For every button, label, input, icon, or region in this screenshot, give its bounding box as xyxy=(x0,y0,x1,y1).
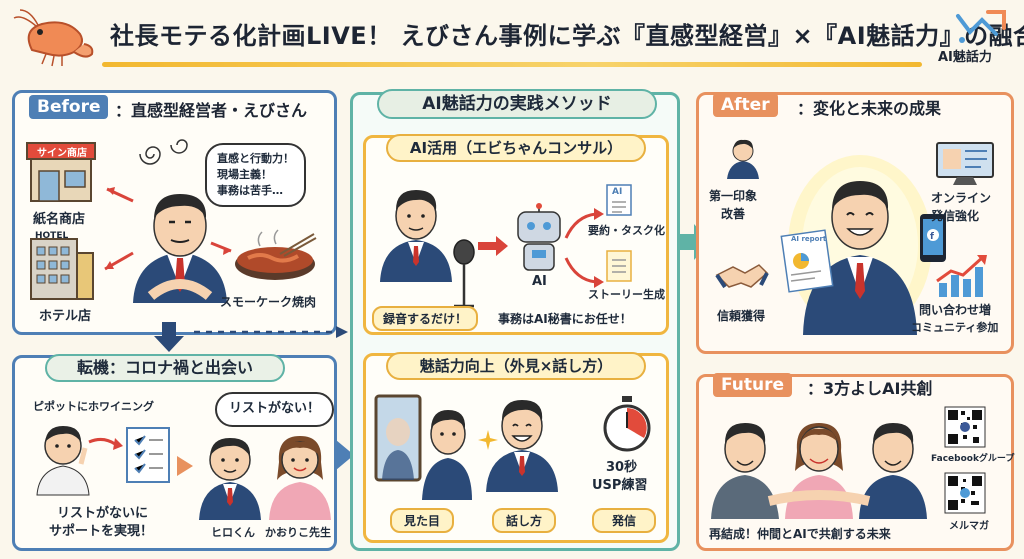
header: 社長モテる化計画LIVE！ えびさん事例に学ぶ『直感型経営』×『AI魅話力』の融… xyxy=(0,0,1024,78)
logo-icon xyxy=(956,10,1006,43)
record-pill: 録音するだけ！ xyxy=(372,306,478,331)
before-panel: Before ：直感型経営者・えびさん サイン商店 紙名商店 HOTEL ホテル… xyxy=(12,90,337,335)
red-arrow-icon-2 xyxy=(478,236,508,256)
timer-line-1: 30秒 xyxy=(606,460,638,475)
qr-code-facebook[interactable] xyxy=(944,406,986,448)
online-line-2: 発信強化 xyxy=(931,209,980,223)
checklist-document-icon xyxy=(126,427,170,483)
handshake-icon xyxy=(715,264,769,289)
bubble-line-3: 事務は苦手… xyxy=(217,183,283,197)
charm-title: 魅話力向上（外見×話し方） xyxy=(386,352,646,380)
smartphone-icon: f xyxy=(920,214,946,262)
method-to-after-arrow xyxy=(680,224,710,260)
qr-newsletter-label: メルマガ xyxy=(949,521,989,532)
summary-label: 要約・タスク化 xyxy=(588,224,665,237)
first-impression-line-1: 第一印象 xyxy=(709,189,758,203)
red-arrow-icon xyxy=(88,437,123,450)
after-tag: After xyxy=(713,93,778,117)
smiling-man-character xyxy=(486,400,558,492)
red-curved-arrows xyxy=(564,208,604,288)
page-title: 社長モテる化計画LIVE！ えびさん事例に学ぶ『直感型経営』×『AI魅話力』の融… xyxy=(110,22,1024,50)
yakiniku-label: スモーケーク焼肉 xyxy=(220,295,317,309)
ai-label: AI xyxy=(532,274,547,289)
turning-panel: 転機：コロナ禍と出会い ピポットにホワイニング リストがない！ xyxy=(12,354,337,551)
turning-title: 転機：コロナ禍と出会い xyxy=(45,354,285,382)
title-underline xyxy=(102,62,922,67)
speaker-man-character xyxy=(380,190,452,282)
thinking-swirl-icon-2 xyxy=(170,139,188,154)
kaori-name: かおりこ先生 xyxy=(265,526,331,539)
timer-line-2: USP練習 xyxy=(592,478,648,493)
turning-bottom-line-2: サポートを実現！ xyxy=(49,524,154,539)
hiro-character xyxy=(199,438,261,520)
kaori-character xyxy=(269,436,331,520)
after-subtitle: ：変化と未来の成果 xyxy=(797,99,942,118)
report-text: AI report xyxy=(791,235,827,243)
pill-appearance: 見た目 xyxy=(390,508,454,533)
future-panel: Future ：3方よしAI共創 再結成！仲間とAIで共創する未来 Facebo… xyxy=(696,373,1015,551)
before-subtitle: ：直感型経営者・えびさん xyxy=(115,101,308,120)
logo-text: AI魅話力 xyxy=(938,50,992,65)
story-label: ストーリー生成 xyxy=(588,288,665,301)
yakiniku-grill-icon xyxy=(235,229,317,280)
pill-sending: 発信 xyxy=(592,508,656,533)
ai-document-icon xyxy=(606,184,632,216)
online-line-1: オンライン xyxy=(931,191,992,205)
office-text: 事務はAI秘書にお任せ！ xyxy=(498,312,632,326)
online-monitor-icon xyxy=(936,142,994,185)
first-impression-icon xyxy=(727,139,759,179)
trust-label: 信頼獲得 xyxy=(717,309,766,323)
turning-to-method-arrow xyxy=(336,440,354,470)
ai-use-title: AI活用（エビちゃんコンサル） xyxy=(386,134,646,162)
hotel-label: ホテル店 xyxy=(39,309,92,324)
pill-speaking: 話し方 xyxy=(492,508,556,533)
thinking-swirl-icon xyxy=(139,146,161,165)
ebi-san-character xyxy=(133,194,227,303)
ai-doc-badge: AI xyxy=(612,187,623,197)
orange-triangle-arrow xyxy=(177,456,193,476)
bubble-line-2: 現場主義！ xyxy=(217,167,272,181)
thinking-man-character xyxy=(36,426,90,496)
turning-speech-bubble: リストがない！ xyxy=(215,392,335,427)
future-caption: 再結成！仲間とAIで共創する未来 xyxy=(709,527,891,541)
first-impression-line-2: 改善 xyxy=(721,207,746,221)
shop-sign-text: サイン商店 xyxy=(37,148,87,159)
ai-report-icon xyxy=(780,229,834,293)
qr-code-newsletter[interactable] xyxy=(944,472,986,514)
before-speech-bubble: 直感と行動力！ 現場主義！ 事務は苦手… xyxy=(205,143,306,207)
growth-chart-icon xyxy=(936,255,987,297)
hotel-sign-text: HOTEL xyxy=(35,231,69,241)
red-arrows xyxy=(104,187,232,271)
mirror-character xyxy=(374,394,472,500)
method-title: AI魅話力の実践メソッド xyxy=(377,89,657,119)
before-tag: Before xyxy=(29,95,109,119)
hiro-name: ヒロくん xyxy=(211,526,255,539)
method-panel: AI魅話力の実践メソッド AI活用（エビちゃんコンサル） AI xyxy=(350,89,680,551)
shrimp-icon xyxy=(13,9,94,67)
charm-panel: 魅話力向上（外見×話し方） 30秒 xyxy=(363,352,669,543)
hotel-icon xyxy=(30,238,94,300)
future-subtitle: ：3方よしAI共創 xyxy=(807,379,933,398)
inquiry-line-1: 問い合わせ増 xyxy=(919,303,992,317)
ai-use-panel: AI活用（エビちゃんコンサル） AI xyxy=(363,134,669,335)
whiteboard-caption: ピポットにホワイニング xyxy=(33,400,154,413)
microphone-icon xyxy=(453,239,475,308)
after-panel: After ：変化と未来の成果 第一印象 改善 信頼獲得 AI report f xyxy=(696,92,1014,354)
robot-icon xyxy=(517,203,561,271)
bubble-line-1: 直感と行動力！ xyxy=(217,152,294,165)
future-tag: Future xyxy=(713,373,793,397)
before-to-turning-arrow xyxy=(154,322,348,352)
three-people-handshake xyxy=(711,423,927,519)
inquiry-line-2: コミュニティ参加 xyxy=(911,321,999,334)
shop-label: 紙名商店 xyxy=(33,212,86,227)
svg-text:f: f xyxy=(930,232,934,242)
story-document-icon xyxy=(606,250,632,282)
turning-bottom-line-1: リストがないに xyxy=(57,506,149,521)
sparkle-icon xyxy=(478,430,498,450)
stopwatch-icon xyxy=(603,396,651,452)
qr-facebook-label: Facebookグループ xyxy=(931,454,1015,464)
shop-icon xyxy=(26,142,96,202)
